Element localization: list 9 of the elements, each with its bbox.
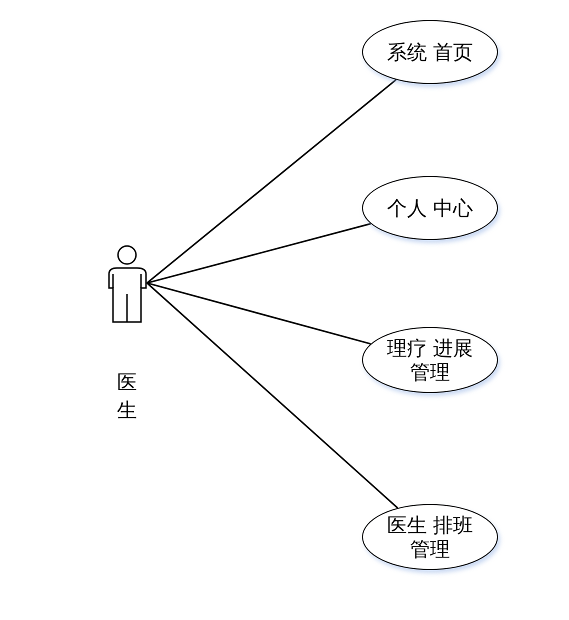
use-case-ellipse: 理疗 进展管理 [362, 327, 498, 393]
use-case-ellipse: 医生 排班管理 [362, 504, 498, 570]
connector-line [146, 282, 371, 345]
connector-line [146, 79, 397, 284]
connector-line [146, 282, 398, 509]
connector-line [146, 222, 371, 284]
use-case-ellipse: 系统 首页 [362, 20, 498, 84]
use-case-ellipse: 个人 中心 [362, 176, 498, 240]
actor-label: 医生 [116, 369, 138, 424]
